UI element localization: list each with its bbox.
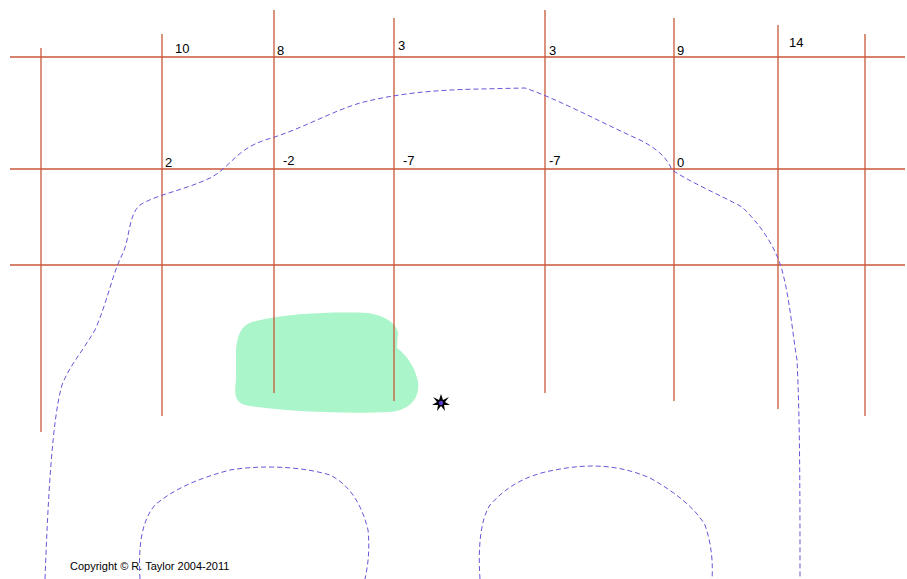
stimulus-star (432, 394, 450, 411)
head-outline (45, 88, 800, 579)
lesion-region (235, 313, 418, 413)
grid-lines (10, 10, 905, 432)
grid-value: -2 (283, 154, 295, 167)
grid-value: 2 (165, 156, 172, 169)
grid-value: 8 (277, 44, 284, 57)
grid-value: 0 (677, 156, 684, 169)
grid-value: 14 (789, 36, 803, 49)
copyright-note: Copyright © R. Taylor 2004-2011 (70, 561, 229, 572)
grid-value: -7 (403, 154, 415, 167)
grid-value: -7 (549, 154, 561, 167)
grid-value: 3 (549, 44, 556, 57)
grid-value: 9 (677, 44, 684, 57)
grid-value: 3 (398, 39, 405, 52)
grid-value: 10 (175, 42, 189, 55)
